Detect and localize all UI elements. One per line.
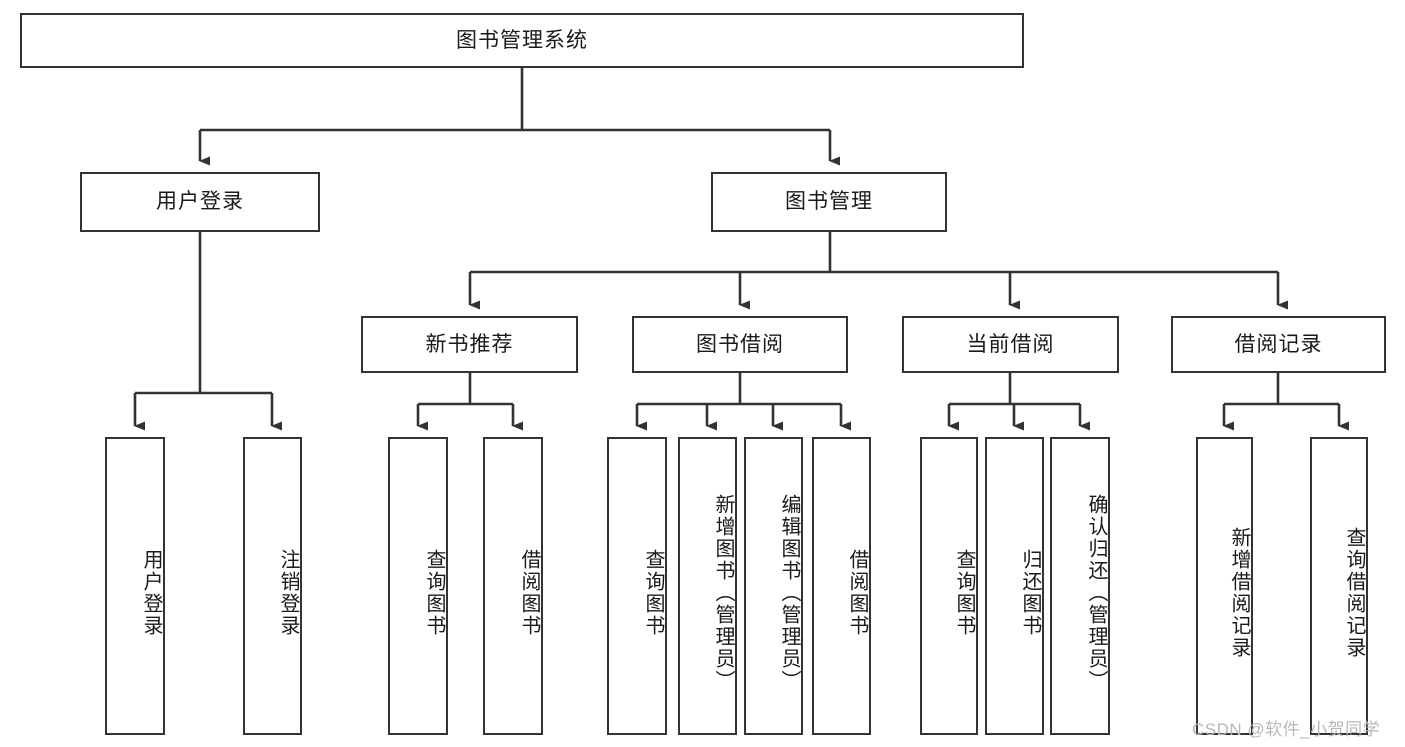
node-leaf-query-book-current[interactable]: 查询图书 xyxy=(920,437,978,735)
node-borrow-record[interactable]: 借阅记录 xyxy=(1171,316,1386,373)
node-leaf-edit-book-admin[interactable]: 编辑图书（管理员） xyxy=(744,437,803,735)
node-leaf-borrow-book-recommend[interactable]: 借阅图书 xyxy=(483,437,543,735)
node-label: 用户登录 xyxy=(140,549,162,637)
node-label: 用户登录 xyxy=(156,190,244,214)
node-label: 借阅图书 xyxy=(518,549,540,637)
node-current-borrow[interactable]: 当前借阅 xyxy=(902,316,1119,373)
node-label: 借阅图书 xyxy=(846,549,868,637)
node-user-login[interactable]: 用户登录 xyxy=(80,172,320,232)
node-leaf-logout-login[interactable]: 注销登录 xyxy=(243,437,302,735)
node-label: 查询图书 xyxy=(642,549,664,637)
node-label: 新增借阅记录 xyxy=(1228,527,1250,659)
node-leaf-return-book[interactable]: 归还图书 xyxy=(985,437,1044,735)
node-new-book-recommend[interactable]: 新书推荐 xyxy=(361,316,578,373)
node-leaf-query-borrow-record[interactable]: 查询借阅记录 xyxy=(1310,437,1368,735)
node-label: 编辑图书（管理员） xyxy=(778,494,800,692)
node-label: 借阅记录 xyxy=(1234,332,1323,356)
node-leaf-user-login[interactable]: 用户登录 xyxy=(105,437,165,735)
node-leaf-add-book-admin[interactable]: 新增图书（管理员） xyxy=(678,437,737,735)
node-label: 查询图书 xyxy=(953,549,975,637)
node-leaf-borrow-book[interactable]: 借阅图书 xyxy=(812,437,871,735)
csdn-watermark: CSDN @软件_小贺同学 xyxy=(1192,720,1381,739)
node-leaf-query-book-borrow[interactable]: 查询图书 xyxy=(607,437,667,735)
node-label: 确认归还（管理员） xyxy=(1085,494,1107,692)
node-leaf-query-book-recommend[interactable]: 查询图书 xyxy=(388,437,448,735)
node-label: 查询图书 xyxy=(423,549,445,637)
node-label: 新书推荐 xyxy=(425,332,514,356)
node-book-management[interactable]: 图书管理 xyxy=(711,172,947,232)
node-book-borrow[interactable]: 图书借阅 xyxy=(632,316,848,373)
node-label: 注销登录 xyxy=(277,549,299,637)
node-label: 图书借阅 xyxy=(696,332,784,356)
node-label: 查询借阅记录 xyxy=(1343,527,1365,659)
node-leaf-confirm-return-admin[interactable]: 确认归还（管理员） xyxy=(1050,437,1110,735)
node-label: 当前借阅 xyxy=(966,332,1055,356)
node-label: 归还图书 xyxy=(1019,549,1041,637)
node-leaf-add-borrow-record[interactable]: 新增借阅记录 xyxy=(1196,437,1253,735)
node-label: 图书管理 xyxy=(785,190,873,214)
node-root-book-management-system[interactable]: 图书管理系统 xyxy=(20,13,1024,68)
node-label: 图书管理系统 xyxy=(456,28,588,52)
node-label: 新增图书（管理员） xyxy=(712,494,734,692)
